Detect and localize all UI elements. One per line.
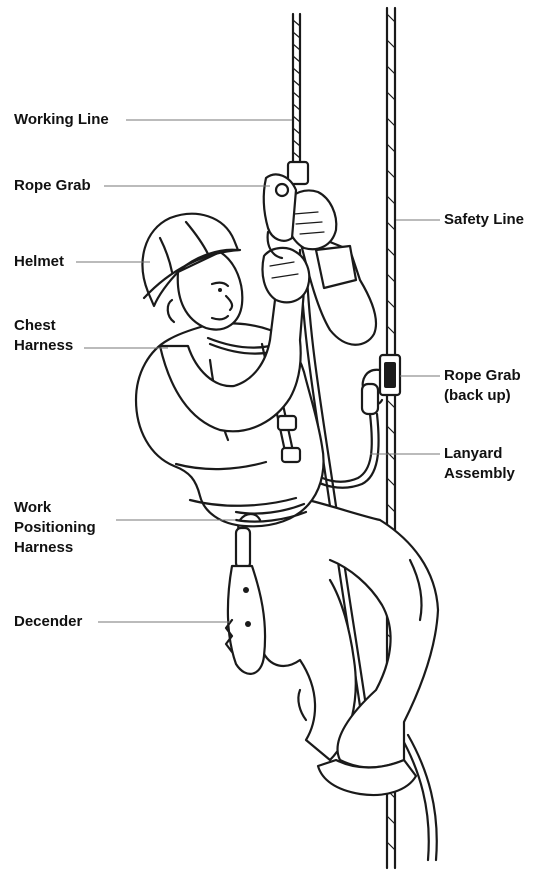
label-decender: Decender xyxy=(14,612,82,632)
label-rope-grab-backup: Rope Grab (back up) xyxy=(444,366,521,406)
label-rope-grab: Rope Grab xyxy=(14,176,91,196)
label-rope-grab-text: Rope Grab xyxy=(14,176,91,196)
label-safety-line-text: Safety Line xyxy=(444,210,524,230)
label-work-positioning-line2: Positioning xyxy=(14,518,96,538)
label-work-positioning-line3: Harness xyxy=(14,538,96,558)
label-rope-grab-backup-line1: Rope Grab xyxy=(444,366,521,386)
label-working-line-text: Working Line xyxy=(14,110,109,130)
label-chest-harness-line1: Chest xyxy=(14,316,73,336)
label-helmet: Helmet xyxy=(14,252,64,272)
label-work-positioning-harness: Work Positioning Harness xyxy=(14,498,96,558)
label-lanyard-assembly: Lanyard Assembly xyxy=(444,444,515,484)
label-helmet-text: Helmet xyxy=(14,252,64,272)
label-safety-line: Safety Line xyxy=(444,210,524,230)
label-lanyard-assembly-line1: Lanyard xyxy=(444,444,515,464)
label-chest-harness-line2: Harness xyxy=(14,336,73,356)
label-lanyard-assembly-line2: Assembly xyxy=(444,464,515,484)
label-working-line: Working Line xyxy=(14,110,109,130)
label-chest-harness: Chest Harness xyxy=(14,316,73,356)
label-work-positioning-line1: Work xyxy=(14,498,96,518)
label-rope-grab-backup-line2: (back up) xyxy=(444,386,521,406)
label-decender-text: Decender xyxy=(14,612,82,632)
